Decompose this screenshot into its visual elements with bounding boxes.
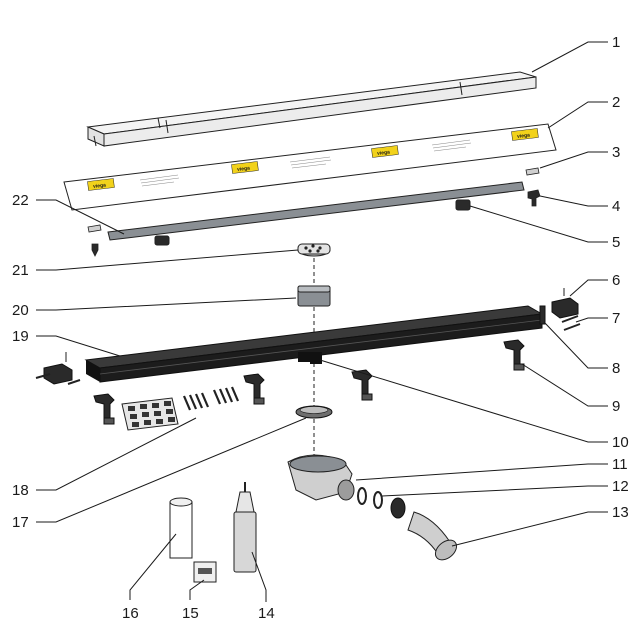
- callout-11: 11: [612, 456, 628, 473]
- callout-8: 8: [612, 360, 620, 377]
- part-4-holder: [527, 189, 541, 207]
- callout-10: 10: [612, 434, 629, 451]
- part-17-ring: [295, 405, 333, 419]
- callout-3: 3: [612, 144, 620, 161]
- left-end-cap: [35, 352, 81, 385]
- callout-13: 13: [612, 504, 629, 521]
- part-11-drain-body: [287, 454, 355, 501]
- callout-18: 18: [12, 482, 29, 499]
- callout-21: 21: [12, 262, 29, 279]
- part-9-feet: [93, 339, 525, 425]
- callout-15: 15: [182, 605, 199, 622]
- svg-text:viega: viega: [93, 182, 107, 189]
- part-10-piece: [310, 356, 322, 364]
- part-6-end-cap: [551, 288, 579, 319]
- part-16-roll: [169, 497, 193, 559]
- callout-labels: 1 2 3 4 5 6 7 8 9 10 11 12 13 14 15 16 1…: [12, 34, 629, 622]
- callout-19: 19: [12, 328, 29, 345]
- part-21-insert: [297, 243, 331, 257]
- part-12-rings: [357, 487, 406, 519]
- logo-4: viega: [511, 128, 539, 141]
- film-fine-print: [139, 139, 472, 187]
- callout-12: 12: [612, 478, 629, 495]
- callout-17: 17: [12, 514, 29, 531]
- leader-lines: [36, 41, 608, 602]
- callout-4: 4: [612, 198, 620, 215]
- svg-text:viega: viega: [377, 149, 391, 156]
- grate-left-clip: [87, 224, 102, 257]
- part-13-elbow: [407, 511, 458, 561]
- svg-text:viega: viega: [517, 132, 531, 139]
- callout-9: 9: [612, 398, 620, 415]
- callout-6: 6: [612, 272, 620, 289]
- part-15-sachet: [193, 561, 217, 583]
- logo-2: viega: [231, 161, 259, 174]
- callout-7: 7: [612, 310, 620, 327]
- part-14-cartridge: [233, 482, 257, 573]
- part-1-frame-profile: [86, 71, 537, 147]
- callout-1: 1: [612, 34, 620, 51]
- callout-2: 2: [612, 94, 620, 111]
- part-8-seal-strip: [539, 305, 546, 325]
- callout-14: 14: [258, 605, 275, 622]
- svg-text:viega: viega: [237, 165, 251, 172]
- callout-20: 20: [12, 302, 29, 319]
- part-3-clip: [525, 167, 540, 176]
- callout-16: 16: [122, 605, 139, 622]
- part-2-protective-film: viega viega viega viega: [63, 123, 557, 211]
- part-22-grate: [107, 181, 525, 241]
- part-7-screws: [561, 315, 581, 331]
- part-20-seal: [297, 285, 331, 307]
- callout-5: 5: [612, 234, 620, 251]
- logo-3: viega: [371, 145, 399, 158]
- part-18-pads: [121, 386, 240, 431]
- logo-1: viega: [87, 178, 115, 191]
- callout-22: 22: [12, 192, 29, 209]
- part-5-block: [154, 199, 471, 246]
